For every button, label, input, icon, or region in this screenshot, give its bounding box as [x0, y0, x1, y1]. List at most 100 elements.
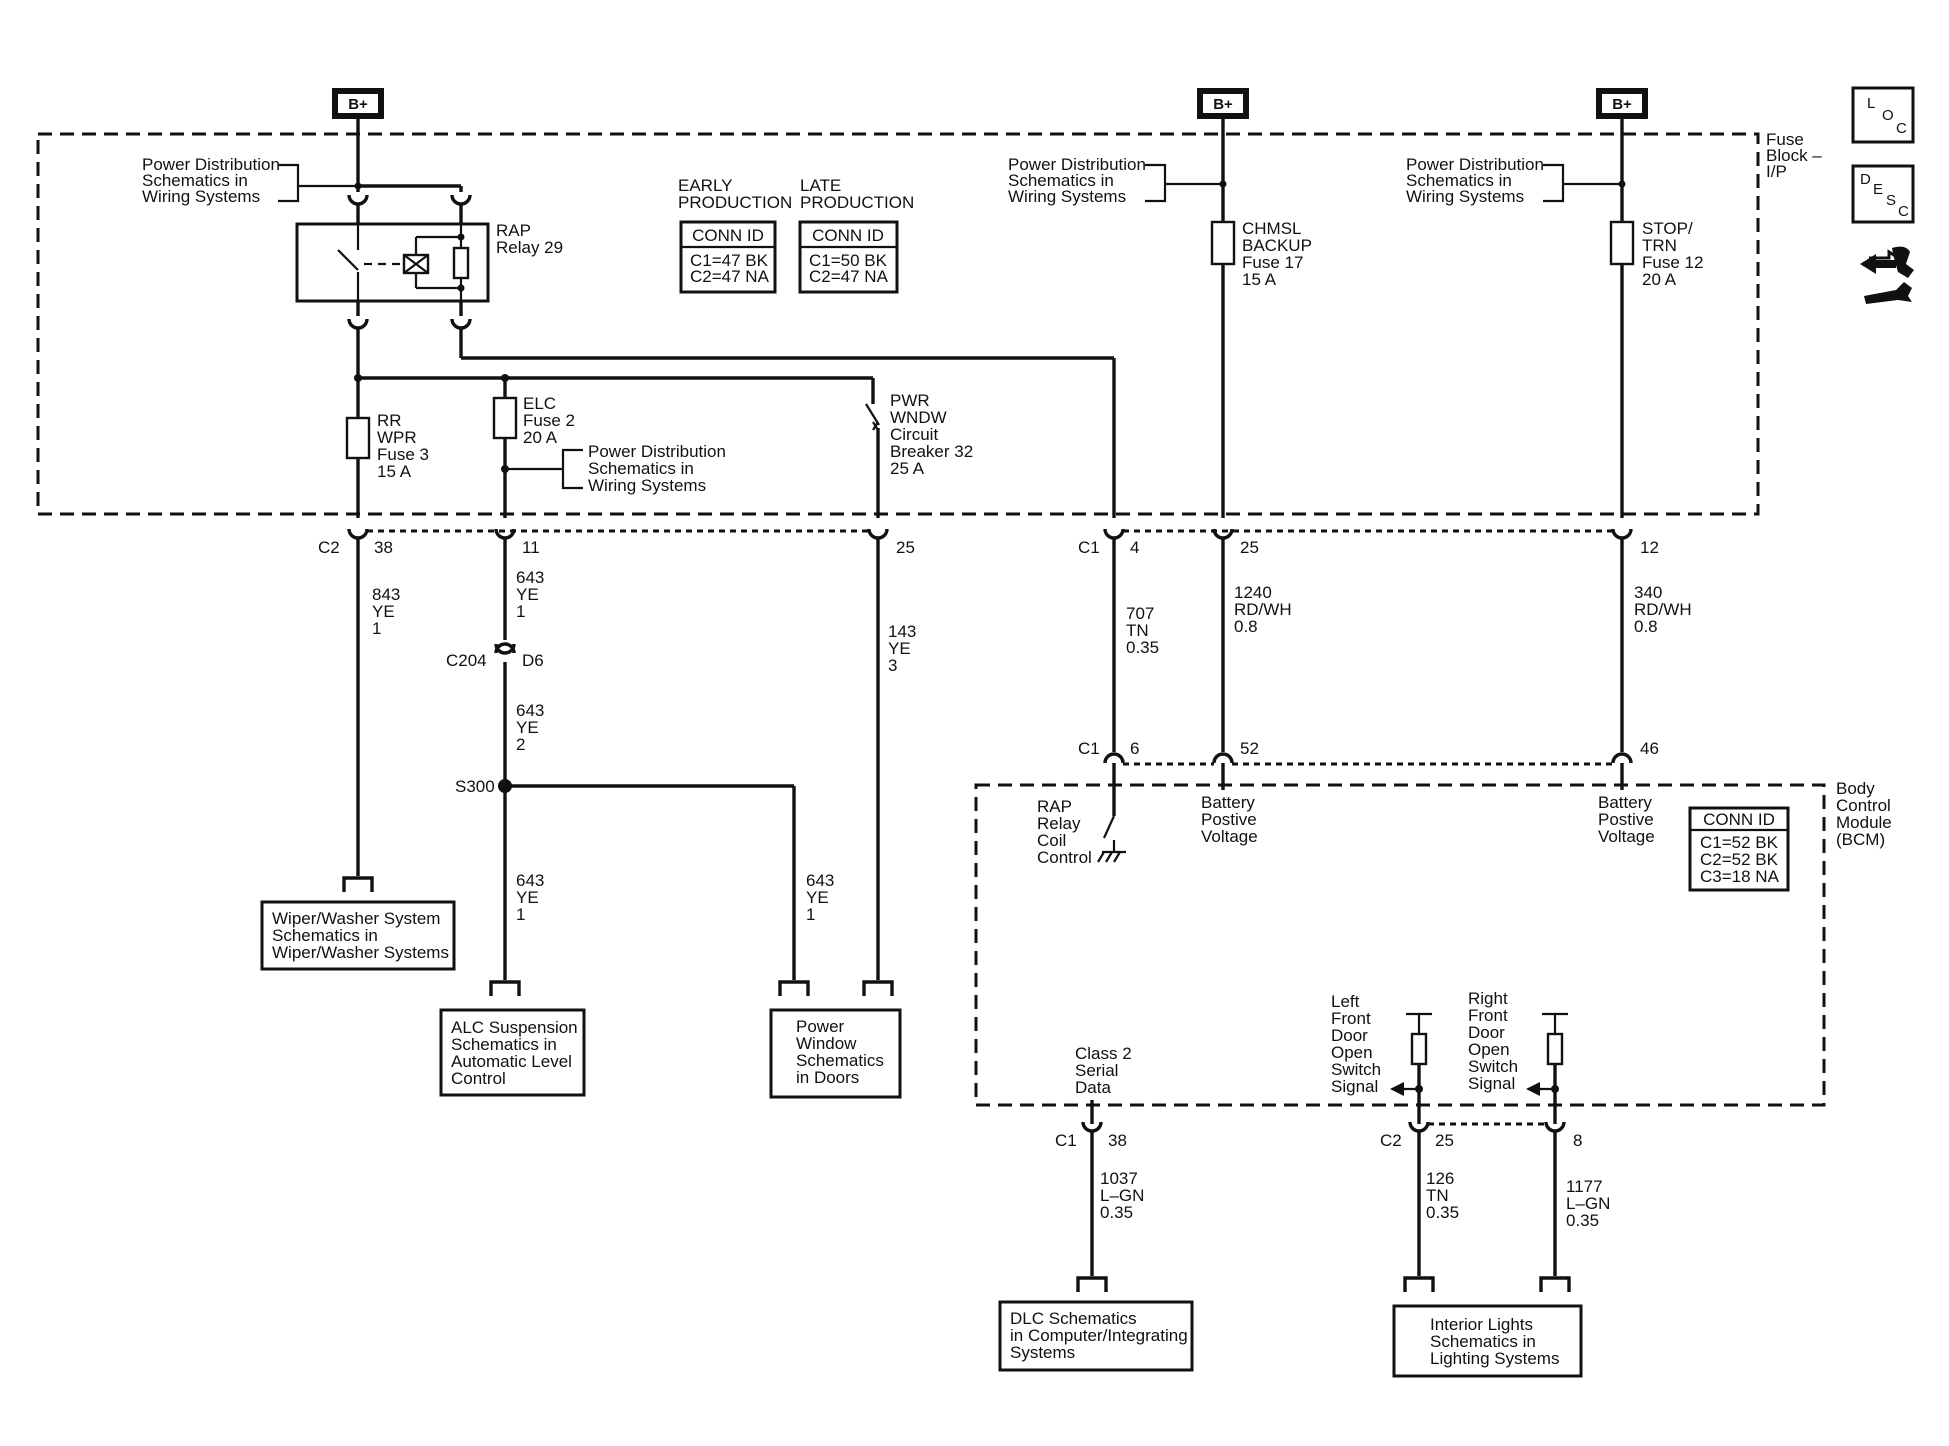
svg-text:YE: YE — [516, 718, 539, 737]
pd-label-1: Power Distribution Schematics in Wiring … — [142, 155, 280, 206]
svg-text:RD/WH: RD/WH — [1234, 600, 1292, 619]
svg-text:in Computer/Integrating: in Computer/Integrating — [1010, 1326, 1188, 1345]
svg-text:C2=47 NA: C2=47 NA — [809, 267, 889, 286]
svg-text:Wiper/Washer Systems: Wiper/Washer Systems — [272, 943, 449, 962]
rr-wpr-fuse: RR WPR Fuse 3 15 A — [345, 378, 429, 518]
right-front-door-switch-signal: Right Front Door Open Switch Signal — [1468, 989, 1568, 1124]
arrows-and-wrench-icon[interactable] — [1860, 246, 1914, 304]
svg-text:I/P: I/P — [1766, 162, 1787, 181]
svg-text:WNDW: WNDW — [890, 408, 947, 427]
svg-text:Body: Body — [1836, 779, 1875, 798]
wire-707: 707 TN 0.35 — [1112, 538, 1159, 752]
svg-text:Control: Control — [1037, 848, 1092, 867]
stop-trn-fuse: Power Distribution Schematics in Wiring … — [1406, 119, 1703, 518]
svg-text:8: 8 — [1573, 1131, 1582, 1150]
pwr-wndw-circuit-breaker: PWR WNDW Circuit Breaker 32 25 A — [865, 378, 973, 518]
svg-text:1240: 1240 — [1234, 583, 1272, 602]
svg-text:1: 1 — [516, 905, 525, 924]
battery-positive-voltage-46: Battery Postive Voltage — [1598, 793, 1655, 846]
svg-text:Power Distribution: Power Distribution — [1406, 155, 1544, 174]
svg-text:Voltage: Voltage — [1201, 827, 1258, 846]
wiper-washer-ref-box: Wiper/Washer System Schematics in Wiper/… — [260, 900, 456, 971]
svg-text:C2=52 BK: C2=52 BK — [1700, 850, 1779, 869]
svg-text:Systems: Systems — [1010, 1343, 1075, 1362]
wire-1037: 1037 L–GN 0.35 — [1076, 1131, 1144, 1292]
svg-text:15 A: 15 A — [377, 462, 412, 481]
svg-text:38: 38 — [1108, 1131, 1127, 1150]
svg-text:Lighting Systems: Lighting Systems — [1430, 1349, 1559, 1368]
svg-text:0.35: 0.35 — [1426, 1203, 1459, 1222]
svg-text:Voltage: Voltage — [1598, 827, 1655, 846]
svg-text:Control: Control — [1836, 796, 1891, 815]
bplus-box-middle: B+ — [1197, 88, 1249, 119]
svg-text:RAP: RAP — [1037, 797, 1072, 816]
wire-143: 143 YE 3 — [862, 538, 916, 996]
svg-text:25: 25 — [896, 538, 915, 557]
dlc-ref-box: DLC Schematics in Computer/Integrating S… — [998, 1300, 1194, 1372]
svg-text:CONN ID: CONN ID — [1703, 810, 1775, 829]
svg-text:C2: C2 — [318, 538, 340, 557]
loc-icon[interactable]: L O C — [1851, 86, 1915, 144]
svg-text:TN: TN — [1126, 621, 1149, 640]
svg-text:C1: C1 — [1078, 739, 1100, 758]
svg-text:38: 38 — [374, 538, 393, 557]
svg-text:46: 46 — [1640, 739, 1659, 758]
svg-text:Left: Left — [1331, 992, 1360, 1011]
bplus-box-left: B+ — [332, 88, 384, 119]
svg-text:20 A: 20 A — [1642, 270, 1677, 289]
svg-text:YE: YE — [372, 602, 395, 621]
svg-text:TN: TN — [1426, 1186, 1449, 1205]
svg-text:Open: Open — [1468, 1040, 1510, 1059]
desc-icon[interactable]: D E S C — [1851, 164, 1915, 224]
bcm-label: Body Control Module (BCM) — [1836, 779, 1892, 849]
svg-text:Schematics in: Schematics in — [1406, 171, 1512, 190]
svg-text:S: S — [1886, 192, 1896, 209]
svg-text:C1=52 BK: C1=52 BK — [1700, 833, 1779, 852]
svg-text:Automatic Level: Automatic Level — [451, 1052, 572, 1071]
svg-text:Wiring Systems: Wiring Systems — [588, 476, 706, 495]
svg-text:EARLY: EARLY — [678, 176, 733, 195]
svg-text:Fuse 17: Fuse 17 — [1242, 253, 1303, 272]
svg-text:CONN ID: CONN ID — [692, 226, 764, 245]
svg-text:B+: B+ — [1612, 96, 1632, 113]
svg-text:12: 12 — [1640, 538, 1659, 557]
svg-text:Wiper/Washer System: Wiper/Washer System — [272, 909, 440, 928]
svg-text:D: D — [1860, 171, 1871, 188]
svg-text:Block –: Block – — [1766, 146, 1822, 165]
svg-text:O: O — [1882, 107, 1894, 124]
svg-text:Schematics: Schematics — [796, 1051, 884, 1070]
svg-text:1: 1 — [516, 602, 525, 621]
svg-text:Signal: Signal — [1468, 1074, 1515, 1093]
fuse-block-boundary — [36, 132, 1760, 516]
svg-text:Serial: Serial — [1075, 1061, 1118, 1080]
svg-text:Open: Open — [1331, 1043, 1373, 1062]
wire-126: 126 TN 0.35 — [1403, 1131, 1459, 1292]
rap-relay-section: Power Distribution Schematics in Wiring … — [142, 119, 1116, 518]
svg-text:Postive: Postive — [1598, 810, 1654, 829]
alc-suspension-ref-box: ALC Suspension Schematics in Automatic L… — [439, 1008, 586, 1097]
svg-text:Data: Data — [1075, 1078, 1111, 1097]
svg-text:Switch: Switch — [1331, 1060, 1381, 1079]
svg-text:C2: C2 — [1380, 1131, 1402, 1150]
svg-text:RR: RR — [377, 411, 402, 430]
wire-340: 340 RD/WH 0.8 — [1620, 538, 1692, 752]
svg-text:0.35: 0.35 — [1126, 638, 1159, 657]
svg-text:S300: S300 — [455, 777, 495, 796]
svg-text:Coil: Coil — [1037, 831, 1066, 850]
svg-text:Battery: Battery — [1201, 793, 1255, 812]
rap-relay-label: RAP Relay 29 — [496, 221, 563, 257]
pd-label-3: Power Distribution Schematics in Wiring … — [1008, 155, 1146, 206]
svg-text:Window: Window — [796, 1034, 857, 1053]
svg-text:Control: Control — [451, 1069, 506, 1088]
svg-text:C3=18 NA: C3=18 NA — [1700, 867, 1780, 886]
svg-text:YE: YE — [888, 639, 911, 658]
svg-text:Power Distribution: Power Distribution — [1008, 155, 1146, 174]
svg-text:Power Distribution: Power Distribution — [142, 155, 280, 174]
svg-text:Right: Right — [1468, 989, 1508, 1008]
svg-text:Fuse 2: Fuse 2 — [523, 411, 575, 430]
svg-text:TRN: TRN — [1642, 236, 1677, 255]
chmsl-backup-fuse: Power Distribution Schematics in Wiring … — [1008, 119, 1312, 518]
svg-text:Schematics in: Schematics in — [142, 171, 248, 190]
svg-text:CONN ID: CONN ID — [812, 226, 884, 245]
svg-text:1: 1 — [372, 619, 381, 638]
